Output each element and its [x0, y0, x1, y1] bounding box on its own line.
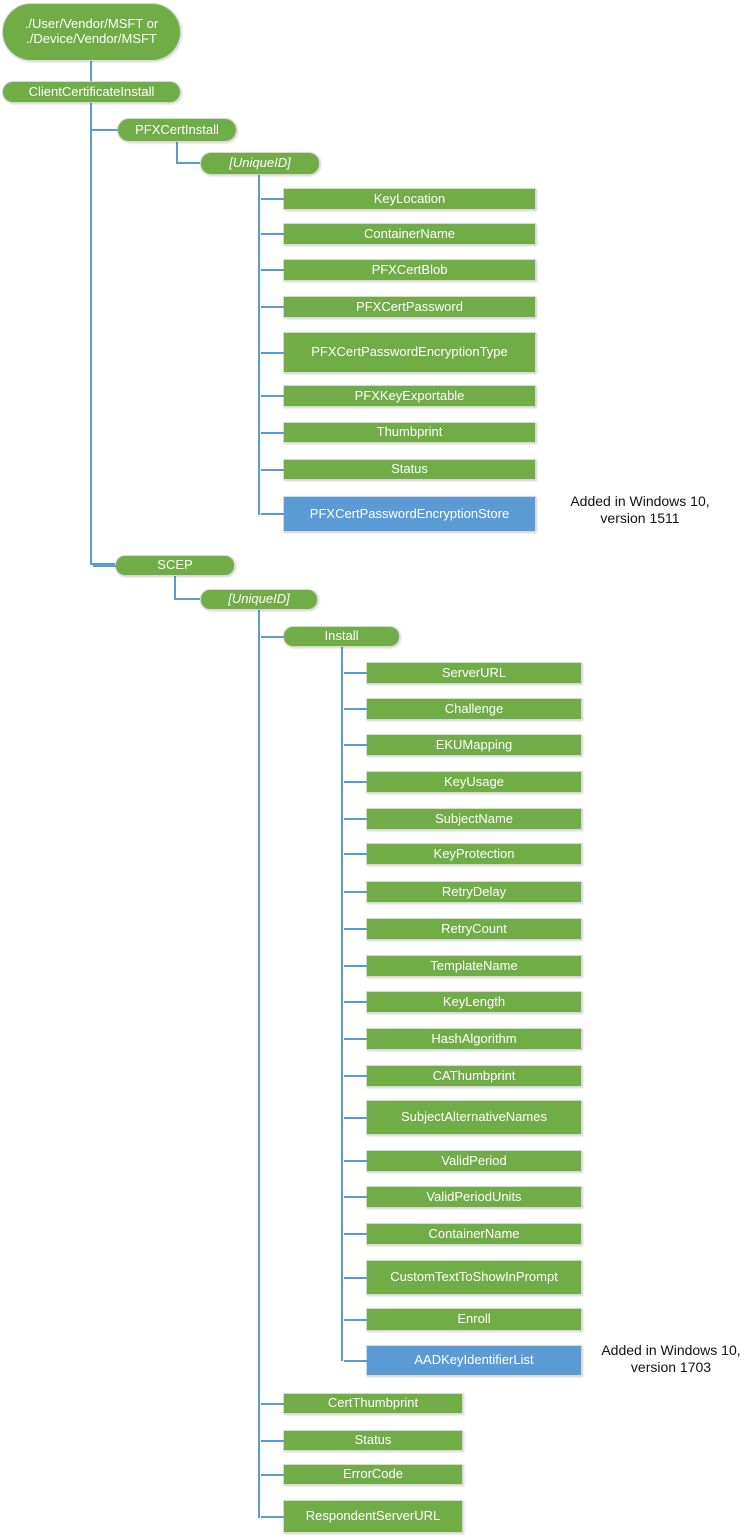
node-templatename: TemplateName: [344, 955, 582, 977]
node-customtexttoshowinprompt: CustomTextToShowInPrompt: [344, 1260, 582, 1295]
connector-cci-to-scep: [90, 563, 115, 565]
node-thumbprint: Thumbprint: [261, 422, 536, 443]
connector-scep-elbow-h: [174, 598, 200, 600]
node-serverurl: ServerURL: [344, 662, 582, 684]
node-keylocation: KeyLocation: [261, 188, 536, 210]
root-path-line1: ./User/Vendor/MSFT or: [24, 16, 159, 32]
node-hashalgorithm: HashAlgorithm: [344, 1028, 582, 1050]
note-added-windows10-1511: Added in Windows 10, version 1511: [545, 493, 735, 527]
connector-pfx-elbow-v: [176, 142, 178, 164]
node-status-pfx: Status: [261, 459, 536, 480]
node-cathumbprint: CAThumbprint: [344, 1065, 582, 1087]
node-keyprotection: KeyProtection: [344, 843, 582, 865]
note-added-windows10-1703: Added in Windows 10, version 1703: [586, 1342, 751, 1376]
node-containername-pfx: ContainerName: [261, 223, 536, 245]
node-ekumapping: EKUMapping: [344, 734, 582, 756]
node-subjectname: SubjectName: [344, 808, 582, 830]
node-install: Install: [261, 626, 400, 647]
node-retrydelay: RetryDelay: [344, 881, 582, 903]
note-1511-line2: version 1511: [600, 510, 680, 526]
node-pfxcertpassword: PFXCertPassword: [261, 296, 536, 318]
node-keylength: KeyLength: [344, 991, 582, 1013]
node-pfx-uniqueid: [UniqueID]: [200, 152, 320, 175]
node-pfxkeyexportable: PFXKeyExportable: [261, 385, 536, 407]
connector-root-to-cci: [90, 60, 92, 82]
node-certthumbprint: CertThumbprint: [261, 1393, 463, 1414]
root-path-line2: ./Device/Vendor/MSFT: [26, 31, 157, 46]
node-validperiod: ValidPeriod: [344, 1150, 582, 1172]
node-pfxcertpasswordencryptionstore: PFXCertPasswordEncryptionStore: [261, 496, 536, 532]
connector-cci-trunk: [90, 103, 92, 565]
node-scep: SCEP: [93, 555, 235, 576]
node-errorcode: ErrorCode: [261, 1464, 463, 1485]
node-keyusage: KeyUsage: [344, 771, 582, 793]
node-aadkeyidentifierlist: AADKeyIdentifierList: [344, 1345, 582, 1376]
connector-install-trunk: [341, 647, 343, 1361]
node-enroll: Enroll: [344, 1308, 582, 1331]
connector-pfx-uniqueid-trunk: [258, 175, 260, 515]
node-status-scep: Status: [261, 1430, 463, 1451]
node-pfxcertblob: PFXCertBlob: [261, 259, 536, 281]
connector-pfx-elbow-h: [176, 162, 200, 164]
node-pfxcertpasswordencryptiontype: PFXCertPasswordEncryptionType: [261, 332, 536, 373]
node-clientcertificateinstall: ClientCertificateInstall: [2, 81, 181, 103]
node-root-path: ./User/Vendor/MSFT or ./Device/Vendor/MS…: [2, 3, 181, 61]
node-challenge: Challenge: [344, 698, 582, 720]
note-1703-line2: version 1703: [630, 1359, 712, 1375]
note-1511-line1: Added in Windows 10,: [570, 493, 710, 509]
note-1703-line1: Added in Windows 10,: [601, 1342, 741, 1358]
node-validperiodunits: ValidPeriodUnits: [344, 1186, 582, 1208]
node-subjectalternativenames: SubjectAlternativeNames: [344, 1100, 582, 1135]
node-pfxcertinstall: PFXCertInstall: [92, 118, 237, 142]
node-containername-scep: ContainerName: [344, 1223, 582, 1245]
node-respondentserverurl: RespondentServerURL: [261, 1500, 463, 1533]
node-scep-uniqueid: [UniqueID]: [200, 589, 318, 610]
node-retrycount: RetryCount: [344, 918, 582, 940]
connector-scep-uniqueid-trunk: [258, 610, 260, 1518]
connector-scep-elbow-v: [174, 576, 176, 600]
